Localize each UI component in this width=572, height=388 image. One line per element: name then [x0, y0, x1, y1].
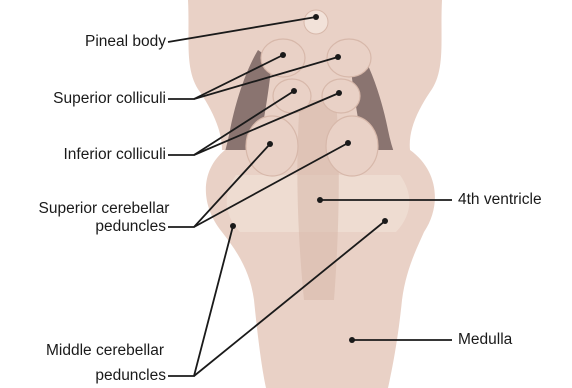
superior-peduncle-right — [326, 116, 378, 176]
dot-sup-coll-left — [280, 52, 286, 58]
label-pineal-body: Pineal body — [85, 33, 166, 51]
dot-pineal — [313, 14, 319, 20]
dot-sup-coll-right — [335, 54, 341, 60]
label-superior-cerebellar-line1: Superior cerebellar — [14, 200, 194, 218]
label-medulla: Medulla — [458, 331, 512, 349]
pineal-shape — [304, 10, 328, 34]
dot-inf-coll-right — [336, 90, 342, 96]
label-inferior-colliculi: Inferior colliculi — [63, 146, 166, 164]
label-middle-cerebellar-line1: Middle cerebellar — [20, 342, 190, 360]
dot-medulla — [349, 337, 355, 343]
inferior-colliculus-right — [322, 79, 360, 113]
dot-mid-ped-right — [382, 218, 388, 224]
label-4th-ventricle: 4th ventricle — [458, 191, 542, 209]
dot-sup-ped-right — [345, 140, 351, 146]
label-middle-cerebellar-line2: peduncles — [95, 367, 166, 385]
dot-mid-ped-left — [230, 223, 236, 229]
dot-4th-ventricle — [317, 197, 323, 203]
label-superior-cerebellar-line2: peduncles — [95, 218, 166, 236]
label-superior-colliculi: Superior colliculi — [53, 90, 166, 108]
dot-sup-ped-left — [267, 141, 273, 147]
dot-inf-coll-left — [291, 88, 297, 94]
